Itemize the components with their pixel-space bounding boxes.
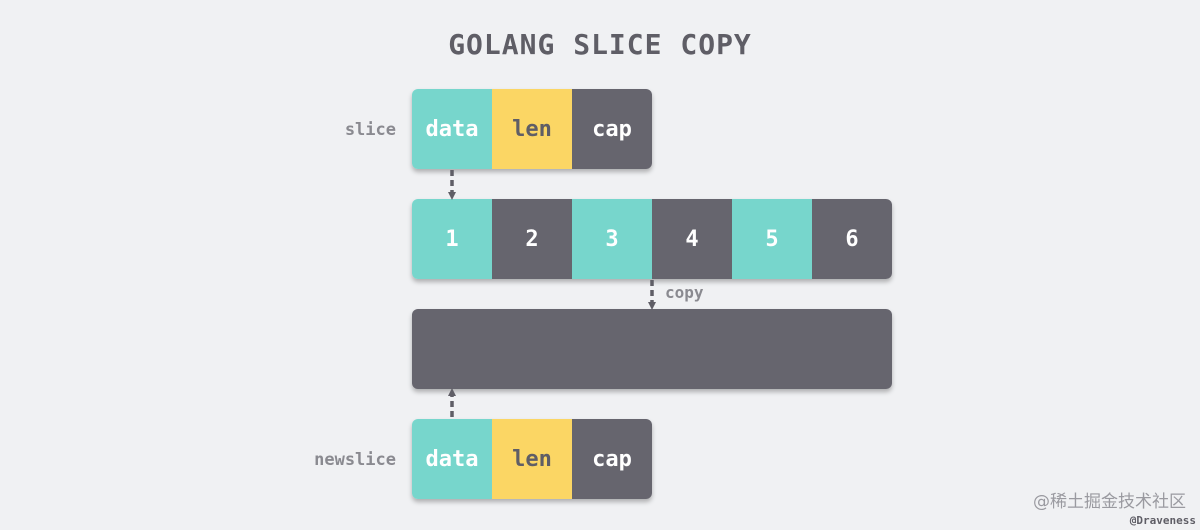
slice-cap-field: cap (572, 89, 652, 169)
copy-label: copy (665, 283, 704, 302)
array-element: 6 (812, 199, 892, 279)
destination-array (412, 309, 892, 389)
watermark: @稀土掘金技术社区 (1033, 492, 1186, 512)
newslice-cap-field: cap (572, 419, 652, 499)
slice-label: slice (344, 120, 396, 140)
array-element: 5 (732, 199, 812, 279)
source-array: 1 2 3 4 5 6 (412, 199, 892, 279)
author-credit: @Draveness (1129, 514, 1196, 527)
array-element: 3 (572, 199, 652, 279)
newslice-data-field: data (412, 419, 492, 499)
slice-header: data len cap (412, 89, 652, 169)
newslice-label: newslice (314, 450, 396, 470)
slice-data-field: data (412, 89, 492, 169)
slice-len-field: len (492, 89, 572, 169)
newslice-len-field: len (492, 419, 572, 499)
diagram-title: GOLANG SLICE COPY (448, 28, 752, 61)
array-element: 2 (492, 199, 572, 279)
array-element: 1 (412, 199, 492, 279)
array-element: 4 (652, 199, 732, 279)
newslice-header: data len cap (412, 419, 652, 499)
